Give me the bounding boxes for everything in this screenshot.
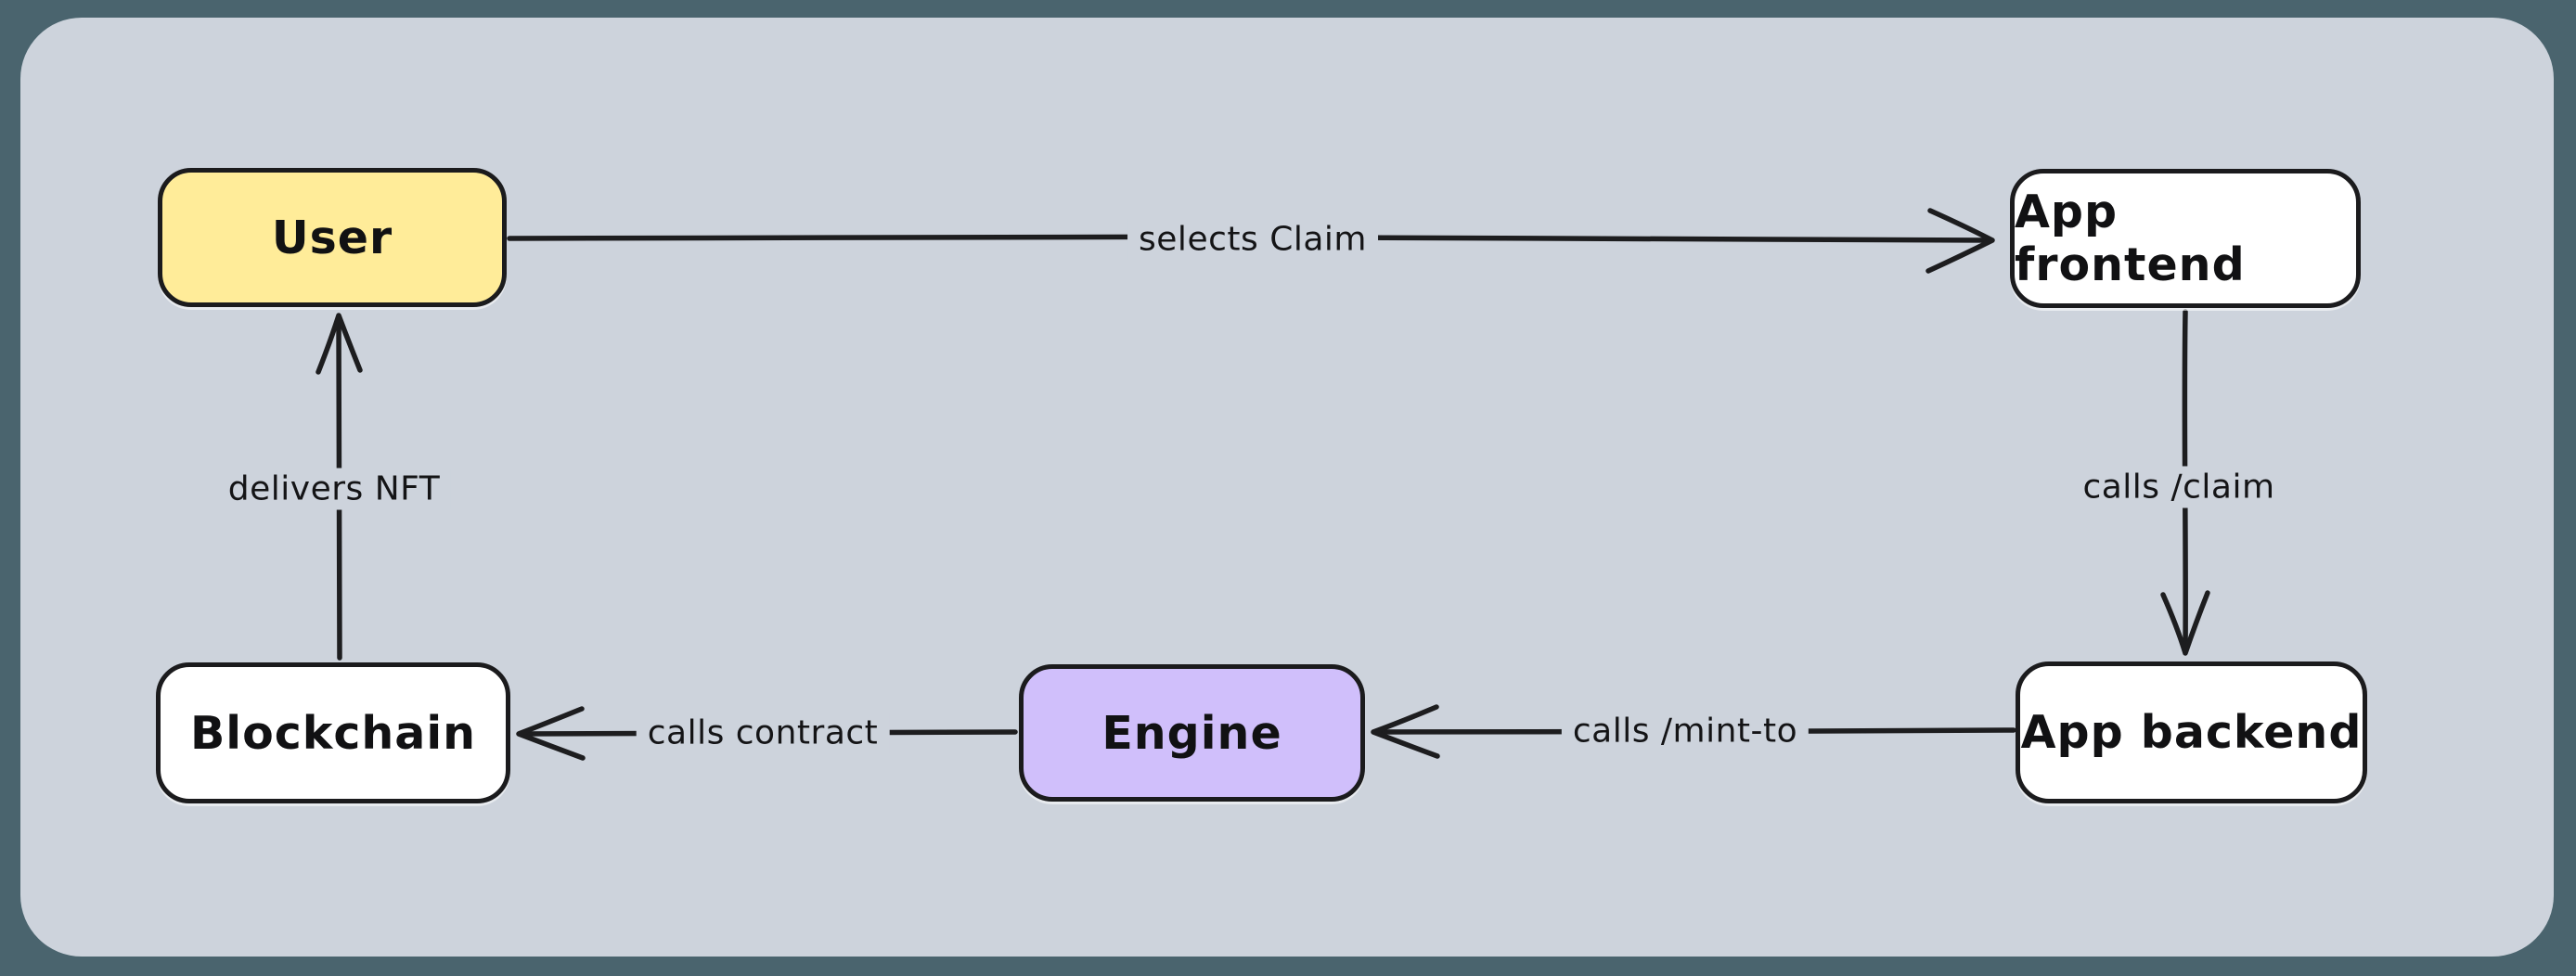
edge-label-calls-mint-to: calls /mint-to bbox=[1561, 710, 1810, 752]
node-app-backend: App backend bbox=[2016, 661, 2367, 803]
node-user: User bbox=[158, 168, 507, 307]
edge-label-delivers-nft: delivers NFT bbox=[216, 468, 452, 510]
node-app-backend-label: App backend bbox=[2020, 706, 2363, 759]
node-engine: Engine bbox=[1019, 664, 1365, 802]
node-blockchain: Blockchain bbox=[156, 662, 510, 803]
edge-label-calls-contract: calls contract bbox=[636, 712, 890, 754]
node-app-frontend-label: App frontend bbox=[2015, 186, 2246, 291]
node-app-frontend: App frontend bbox=[2010, 169, 2361, 308]
edge-label-calls-claim: calls /claim bbox=[2071, 466, 2286, 508]
node-engine-label: Engine bbox=[1101, 706, 1282, 760]
node-user-label: User bbox=[271, 211, 393, 264]
edge-label-selects-claim: selects Claim bbox=[1127, 218, 1378, 261]
node-blockchain-label: Blockchain bbox=[189, 706, 477, 760]
